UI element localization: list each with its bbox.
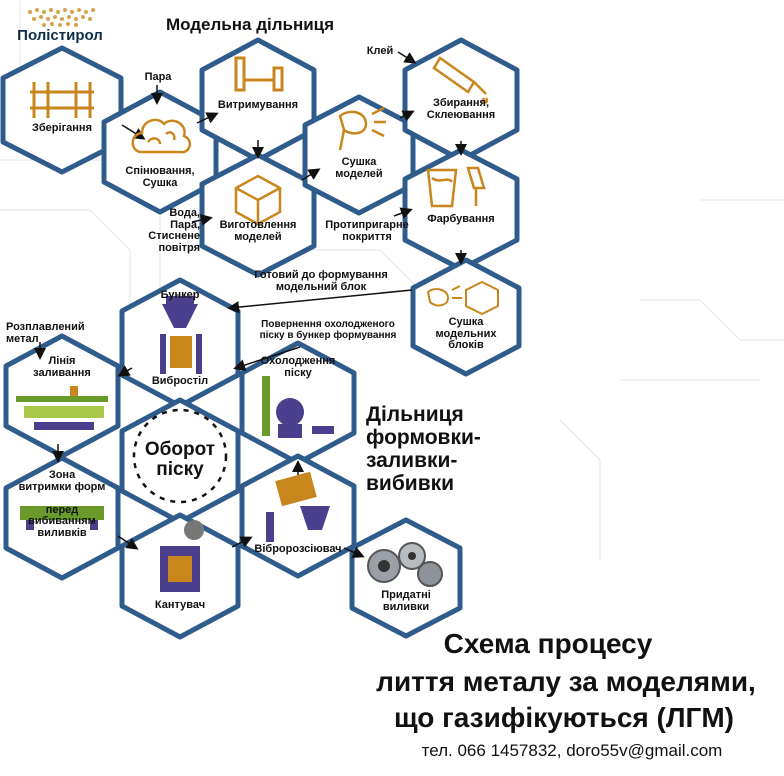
- step-sand-cycle: Оборот піску: [144, 439, 216, 480]
- step-good-castings: Придатні виливки: [381, 589, 431, 613]
- arrow-ready-block: [227, 289, 413, 314]
- arrow-holding-tilter: [117, 535, 139, 550]
- step-model-drying: Сушка моделей: [335, 156, 383, 180]
- hex-good-castings: [349, 517, 463, 639]
- step-vibro-separator: Вібророзсіювач: [254, 543, 342, 555]
- step-foaming: Спінювання, Сушка: [125, 165, 195, 189]
- arrow-tilter-separator: [231, 536, 253, 548]
- note-glue: Клей: [366, 45, 394, 57]
- step-painting: Фарбування: [427, 213, 495, 225]
- step-hopper: Бункер: [160, 289, 200, 301]
- hex-storage: [0, 45, 124, 175]
- step-assembly: Збирання, Склеювання: [426, 97, 496, 121]
- note-water-steam-air: Вода, Пара, Стиснене повітря: [148, 207, 200, 254]
- pouring-line-icon: [16, 386, 108, 430]
- paint-bucket-icon: [426, 166, 486, 208]
- note-ready-block: Готовий до формування модельний блок: [254, 269, 388, 293]
- rack-icon: [30, 82, 94, 118]
- footer-contact: тел. 066 1457832, doro55v@gmail.com: [421, 741, 723, 760]
- sand-cycle-ring: [132, 408, 228, 504]
- arrow-sand-return: [233, 346, 301, 371]
- footer-title-line1: Схема процесу: [443, 628, 653, 659]
- hopper-machine-icon: [160, 296, 202, 374]
- arrow-hopper-pouring: [117, 365, 133, 377]
- arrow-drying-assembly: [399, 110, 415, 122]
- bed-frame-icon: [234, 56, 284, 92]
- brand-dots-icon: [28, 8, 95, 27]
- note-fireproof-coating: Протипригарне покриття: [325, 219, 409, 243]
- zone-title: Модельна дільниця: [165, 15, 335, 34]
- step-tilter: Кантувач: [154, 599, 206, 611]
- cooling-tower-icon: [262, 376, 334, 438]
- footer-title-line3: що газифікуються (ЛГМ): [393, 702, 735, 733]
- brand-label: Полістирол: [17, 27, 103, 44]
- glue-tube-icon: [432, 56, 489, 104]
- hex-vibro-separator: [239, 453, 357, 579]
- arrow-separator-castings: [343, 546, 365, 558]
- step-block-drying: Сушка модельних блоків: [435, 316, 497, 352]
- note-sand-return: Повернення охолодженого піску в бункер ф…: [259, 319, 397, 341]
- step-aging: Витримування: [217, 99, 299, 111]
- arrow-glue: [397, 51, 417, 64]
- arrow-water: [191, 214, 213, 226]
- footer-title-line2: лиття металу за моделями,: [376, 666, 756, 697]
- holding-zone-icon: [20, 506, 104, 530]
- step-pouring-line: Лінія заливання: [33, 355, 91, 379]
- tilter-icon: [160, 520, 204, 592]
- note-steam: Пара: [144, 71, 172, 83]
- note-molten-metal: Розплавлений метал: [6, 321, 85, 345]
- step-model-making: Виготовлення моделей: [219, 219, 297, 243]
- arrow-storage-foaming: [121, 124, 146, 140]
- dryer-icon: [338, 106, 386, 151]
- step-storage: Зберігання: [32, 122, 92, 134]
- step-sand-cooling: Охолодження піску: [260, 355, 336, 379]
- arrow-making-drying: [301, 168, 321, 181]
- arrow-foaming-aging: [196, 112, 219, 124]
- step-vibro-table: Вибростіл: [151, 375, 209, 387]
- arrow-coating: [393, 207, 413, 219]
- step-holding-zone: Зона витримки форм перед вибиванням вили…: [18, 469, 106, 539]
- castings-icon: [367, 542, 443, 587]
- section-label: Дільниця формовки- заливки- вибивки: [366, 403, 481, 496]
- foam-cloud-icon: [131, 118, 192, 154]
- cube-icon: [234, 174, 282, 226]
- vibro-separator-icon: [266, 471, 330, 542]
- dryer-cube-icon: [426, 280, 499, 316]
